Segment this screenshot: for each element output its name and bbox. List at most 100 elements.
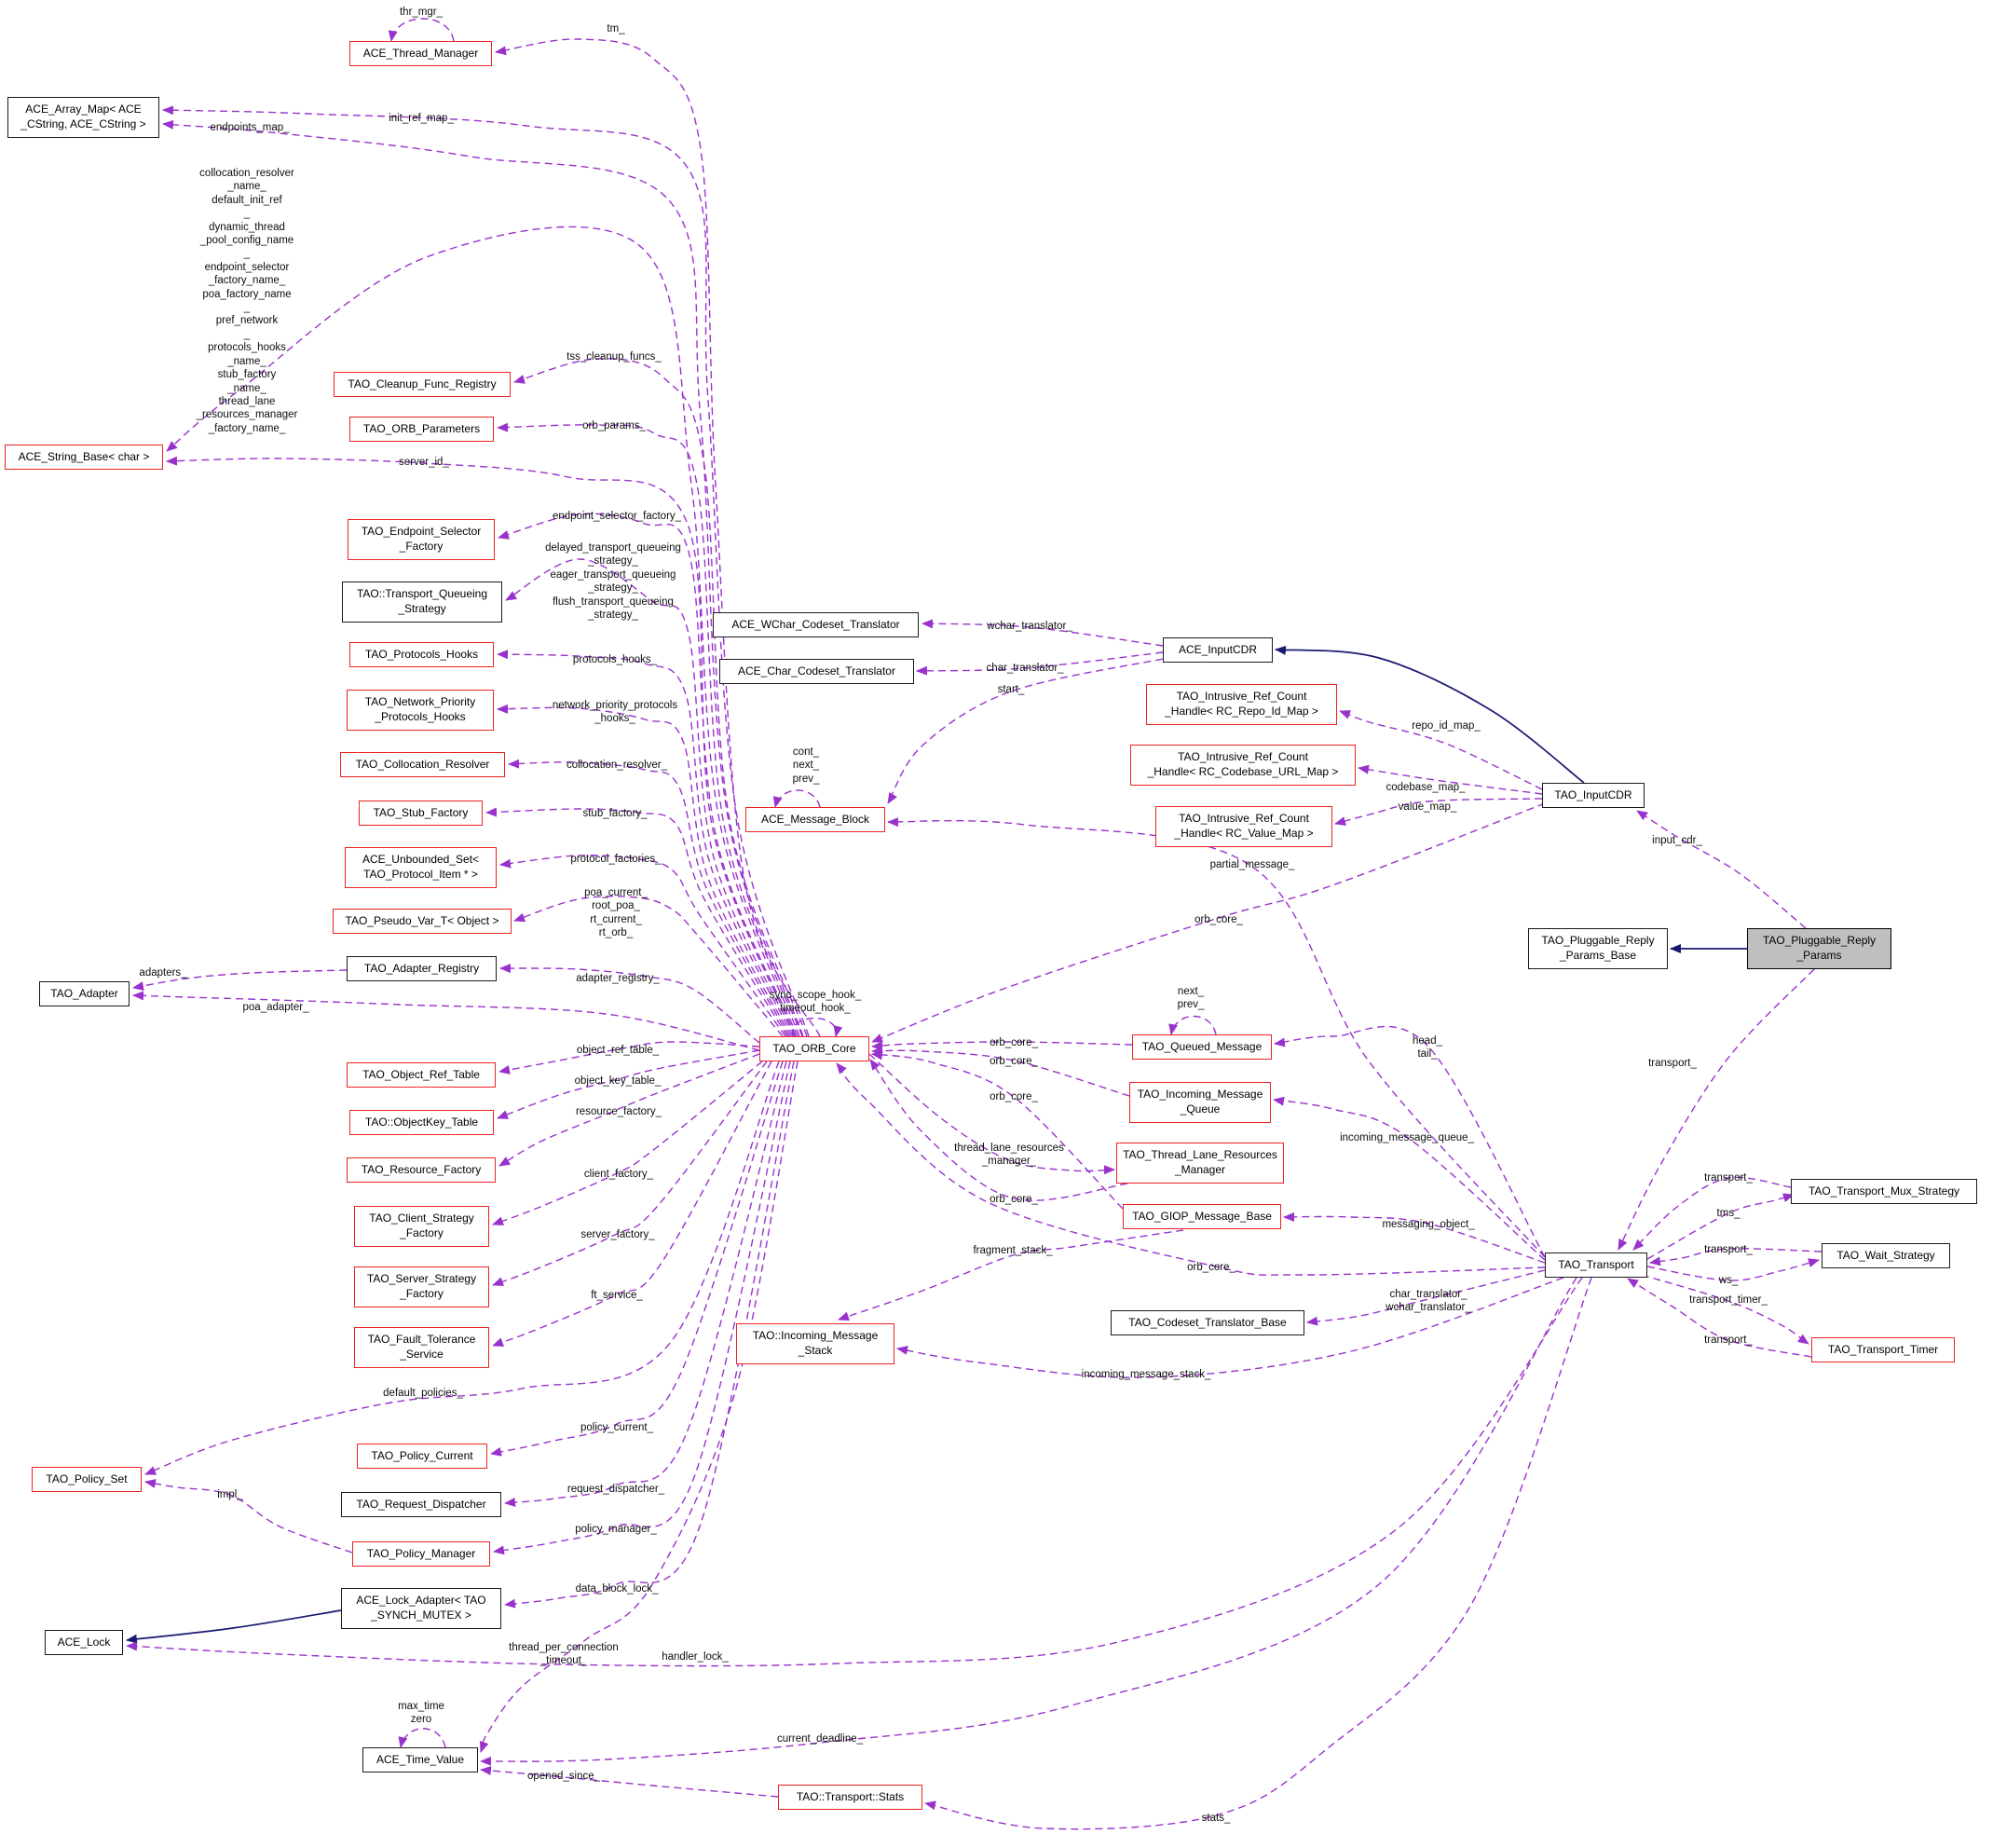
- node-tao-client-strategy-factory[interactable]: TAO_Client_Strategy_Factory: [354, 1206, 489, 1247]
- node-tao-queued-message[interactable]: TAO_Queued_Message: [1132, 1034, 1272, 1060]
- node-ace-unbounded-set[interactable]: ACE_Unbounded_Set<TAO_Protocol_Item * >: [345, 847, 497, 888]
- node-label: ACE_Unbounded_Set<: [362, 853, 480, 867]
- node-tao-object-ref-table[interactable]: TAO_Object_Ref_Table: [347, 1062, 496, 1088]
- node-tao-thread-lane-resources-manager[interactable]: TAO_Thread_Lane_Resources_Manager: [1116, 1143, 1284, 1184]
- node-label: TAO_Policy_Set: [46, 1472, 128, 1485]
- node-tao-codeset-translator-base[interactable]: TAO_Codeset_Translator_Base: [1111, 1310, 1304, 1335]
- node-label: TAO_Thread_Lane_Resources: [1123, 1148, 1277, 1162]
- node-label: TAO_Adapter_Registry: [363, 961, 480, 975]
- node-label: TAO_Server_Strategy: [366, 1272, 477, 1286]
- node-label: TAO_Request_Dispatcher: [356, 1497, 486, 1511]
- node-label: ACE_Lock_Adapter< TAO: [356, 1594, 486, 1608]
- node-tao-transport[interactable]: TAO_Transport: [1545, 1253, 1647, 1278]
- node-ace-message-block[interactable]: ACE_Message_Block: [745, 807, 885, 832]
- edge-label-transport-mux: transport_: [1704, 1172, 1753, 1184]
- node-ace-lock[interactable]: ACE_Lock: [45, 1630, 123, 1655]
- node-ace-array-map[interactable]: ACE_Array_Map< ACE_CString, ACE_CString …: [7, 97, 159, 138]
- node-tao-pseudo-var-t[interactable]: TAO_Pseudo_Var_T< Object >: [333, 909, 512, 934]
- edge-label-endpoint-selector-factory: endpoint_selector_factory_: [552, 511, 682, 522]
- edge-label-client-factory: client_factory_: [583, 1169, 654, 1180]
- node-label: TAO_Transport: [1558, 1257, 1634, 1271]
- edge-orb-core-to-queueing-strategy: [505, 558, 796, 1037]
- node-tao-transport-stats[interactable]: TAO::Transport::Stats: [778, 1785, 922, 1810]
- node-tao-request-dispatcher[interactable]: TAO_Request_Dispatcher: [341, 1492, 501, 1517]
- node-tao-incoming-message-queue[interactable]: TAO_Incoming_Message_Queue: [1129, 1082, 1271, 1123]
- node-tao-wait-strategy[interactable]: TAO_Wait_Strategy: [1822, 1243, 1950, 1268]
- edge-orb-core-to-client-factory: [492, 1061, 763, 1225]
- node-tao-protocols-hooks[interactable]: TAO_Protocols_Hooks: [349, 642, 494, 667]
- node-ace-lock-adapter[interactable]: ACE_Lock_Adapter< TAO_SYNCH_MUTEX >: [341, 1588, 501, 1629]
- node-tao-adapter-registry[interactable]: TAO_Adapter_Registry: [347, 956, 497, 981]
- node-tao-policy-set[interactable]: TAO_Policy_Set: [32, 1467, 142, 1492]
- node-label: TAO_Fault_Tolerance: [367, 1333, 476, 1347]
- node-tao-transport-mux-strategy[interactable]: TAO_Transport_Mux_Strategy: [1791, 1179, 1977, 1204]
- node-tao-pluggable-reply-params-base[interactable]: TAO_Pluggable_Reply_Params_Base: [1528, 928, 1668, 969]
- node-label: TAO::Transport::Stats: [796, 1789, 905, 1803]
- edge-label-thread-per-connection-timeout: thread_per_connection_timeout_: [509, 1642, 619, 1667]
- node-tao-resource-factory[interactable]: TAO_Resource_Factory: [347, 1157, 496, 1183]
- edge-adapter-registry-to-adapter: [132, 969, 348, 992]
- node-tao-irch-codebase-url-map[interactable]: TAO_Intrusive_Ref_Count_Handle< RC_Codeb…: [1130, 745, 1356, 786]
- node-tao-orb-core[interactable]: TAO_ORB_Core: [759, 1036, 869, 1061]
- edge-orb-core-to-request-dispatcher: [504, 1061, 787, 1507]
- edge-thread-manager-self-loop: [388, 18, 455, 42]
- node-tao-adapter[interactable]: TAO_Adapter: [39, 981, 130, 1006]
- node-tao-transport-timer[interactable]: TAO_Transport_Timer: [1811, 1337, 1955, 1362]
- edge-timer-to-transport: [1627, 1278, 1812, 1358]
- edge-mux-to-transport: [1632, 1176, 1792, 1251]
- edge-orb-core-to-objectkey-table: [497, 1049, 760, 1119]
- node-label: TAO_Object_Ref_Table: [362, 1067, 480, 1081]
- node-tao-inputcdr[interactable]: TAO_InputCDR: [1542, 783, 1645, 808]
- node-label: _Protocols_Hooks: [375, 710, 466, 723]
- edge-label-input-cdr: input_cdr_: [1652, 835, 1702, 846]
- edge-label-thr-mgr: thr_mgr_: [399, 7, 444, 18]
- edge-label-messaging-object: messaging_object_: [1382, 1219, 1475, 1230]
- node-tao-policy-current[interactable]: TAO_Policy_Current: [357, 1444, 487, 1469]
- node-tao-orb-parameters[interactable]: TAO_ORB_Parameters: [349, 417, 494, 442]
- node-label: _Queue: [1180, 1102, 1221, 1116]
- edge-transport-to-imqueue: [1273, 1096, 1546, 1261]
- node-tao-transport-queueing-strategy[interactable]: TAO::Transport_Queueing_Strategy: [342, 582, 502, 623]
- edge-orb-core-to-lock-adapter: [504, 1061, 795, 1608]
- node-label: TAO::ObjectKey_Table: [364, 1115, 479, 1129]
- node-label: TAO_Codeset_Translator_Base: [1128, 1315, 1287, 1329]
- node-tao-giop-message-base[interactable]: TAO_GIOP_Message_Base: [1123, 1204, 1281, 1229]
- node-label: ACE_String_Base< char >: [18, 449, 150, 463]
- edge-label-ws: ws_: [1718, 1275, 1739, 1286]
- edge-label-transport-from-timer: transport_: [1704, 1335, 1753, 1346]
- edge-transport-to-message-block: [887, 817, 1546, 1258]
- node-ace-inputcdr[interactable]: ACE_InputCDR: [1163, 637, 1273, 663]
- node-label: _Params_Base: [1559, 949, 1637, 962]
- edge-orb-core-to-policy-manager: [493, 1061, 791, 1555]
- node-tao-irch-value-map[interactable]: TAO_Intrusive_Ref_Count_Handle< RC_Value…: [1155, 806, 1332, 847]
- node-ace-string-base[interactable]: ACE_String_Base< char >: [5, 445, 163, 470]
- node-label: TAO_Protocols_Hooks: [364, 647, 479, 661]
- node-label: _Manager: [1174, 1163, 1226, 1176]
- node-tao-network-priority-protocols-hooks[interactable]: TAO_Network_Priority_Protocols_Hooks: [347, 690, 494, 731]
- node-label: TAO_Pluggable_Reply: [1762, 934, 1877, 948]
- node-tao-stub-factory[interactable]: TAO_Stub_Factory: [359, 801, 483, 826]
- edge-label-cont-next-prev: cont_next_prev_: [792, 746, 820, 785]
- node-tao-cleanup-func-registry[interactable]: TAO_Cleanup_Func_Registry: [334, 372, 511, 397]
- node-ace-wchar-codeset-translator[interactable]: ACE_WChar_Codeset_Translator: [713, 612, 919, 637]
- node-ace-time-value[interactable]: ACE_Time_Value: [362, 1747, 478, 1773]
- node-label: TAO_Intrusive_Ref_Count: [1179, 812, 1309, 826]
- node-tao-server-strategy-factory[interactable]: TAO_Server_Strategy_Factory: [354, 1266, 489, 1307]
- node-tao-objectkey-table[interactable]: TAO::ObjectKey_Table: [349, 1110, 494, 1135]
- edge-label-stub-factory: stub_factory_: [582, 808, 648, 819]
- node-tao-incoming-message-stack[interactable]: TAO::Incoming_Message_Stack: [736, 1323, 894, 1364]
- node-ace-thread-manager[interactable]: ACE_Thread_Manager: [349, 41, 492, 66]
- node-label: TAO_GIOP_Message_Base: [1132, 1209, 1272, 1223]
- node-label: TAO_Pseudo_Var_T< Object >: [345, 913, 499, 927]
- edge-transport-to-wait: [1646, 1258, 1820, 1281]
- edge-inputcdr-to-wchar-translator: [921, 619, 1164, 647]
- node-tao-irch-repo-id-map[interactable]: TAO_Intrusive_Ref_Count_Handle< RC_Repo_…: [1146, 684, 1337, 725]
- node-tao-policy-manager[interactable]: TAO_Policy_Manager: [352, 1541, 490, 1567]
- node-tao-fault-tolerance-service[interactable]: TAO_Fault_Tolerance_Service: [354, 1327, 489, 1368]
- node-ace-char-codeset-translator[interactable]: ACE_Char_Codeset_Translator: [719, 659, 914, 684]
- edge-label-head-tail: head_tail_: [1413, 1035, 1442, 1061]
- edge-label-tm: tm_: [607, 23, 625, 34]
- node-tao-collocation-resolver[interactable]: TAO_Collocation_Resolver: [340, 752, 505, 777]
- node-tao-endpoint-selector-factory[interactable]: TAO_Endpoint_Selector_Factory: [348, 519, 495, 560]
- edge-policy-manager-to-policy-set: [144, 1478, 353, 1554]
